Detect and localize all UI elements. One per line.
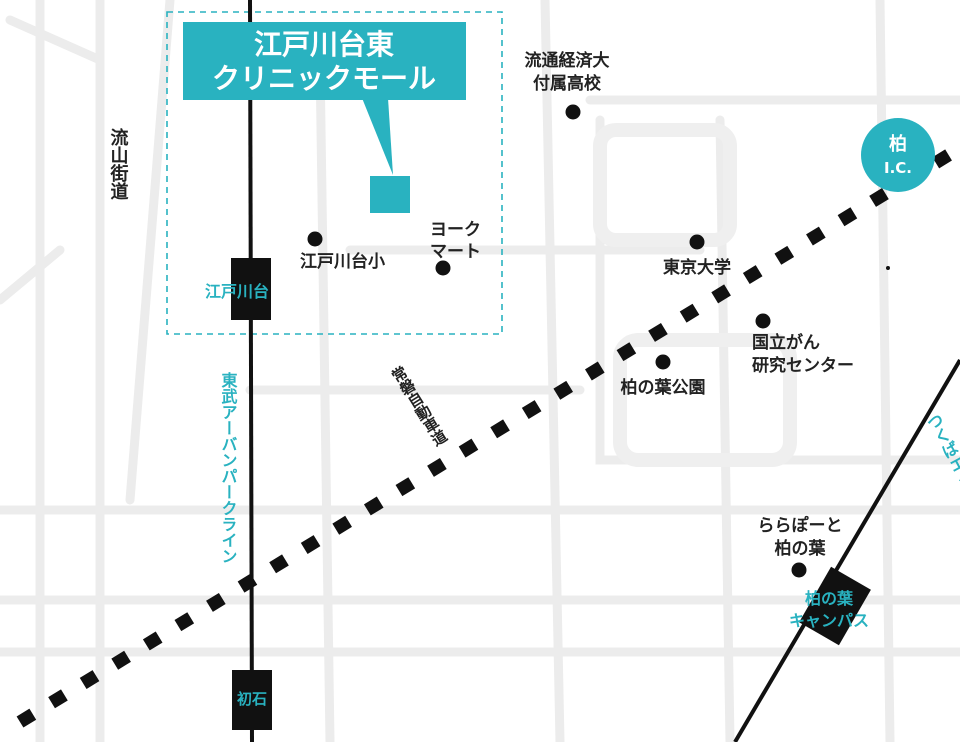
station-edogawadai-marker <box>231 258 271 320</box>
label-ryutsu-keizai-line1: 流通経済大 <box>525 50 610 71</box>
label-univ-tokyo: 東京大学 <box>663 257 731 278</box>
label-tsukuba-express: つくばエクスプレス <box>922 411 960 547</box>
tsukuba-express-line <box>733 358 960 742</box>
small-dot <box>886 266 890 270</box>
clinic-mall-marker <box>370 176 410 213</box>
label-lalaport-line2: 柏の葉 <box>775 538 827 559</box>
label-yorkmart-line2: マート <box>430 242 481 262</box>
label-lalaport-line1: ららぽーと <box>758 515 843 536</box>
marker-kashiwanoha-park <box>655 354 671 370</box>
kashiwa-ic-badge: 柏 I.C. <box>861 118 935 192</box>
station-hatsuishi-label: 初石 <box>237 690 267 708</box>
label-cancer-center-line2: 研究センター <box>752 355 854 376</box>
callout-title-line2: クリニックモール <box>212 62 436 95</box>
label-cancer-center-line1: 国立がん <box>752 332 820 353</box>
label-edogawadai-elementary: 江戸川台小 <box>300 251 385 272</box>
label-tobu-urban-park-line: 東武アーバンパークライン <box>219 371 238 564</box>
label-joban-expressway: 常磐自動車道 <box>387 363 450 450</box>
ic-label-line2: I.C. <box>884 159 912 177</box>
label-nagareyama-kaido: 流山街道 <box>108 127 130 200</box>
station-kashiwanoha-label-line2: キャンパス <box>789 611 869 630</box>
background-blocks <box>593 123 797 467</box>
label-kashiwanoha-park: 柏の葉公園 <box>621 377 706 398</box>
marker-ryutsu-keizai <box>565 104 581 120</box>
tobu-urban-park-line <box>248 0 254 742</box>
place-markers <box>307 104 807 578</box>
focus-area-box <box>166 11 503 335</box>
callout-pointer <box>362 98 393 175</box>
marker-univ-tokyo <box>689 234 705 250</box>
marker-cancer-center <box>755 313 771 329</box>
joban-expressway <box>16 142 960 728</box>
marker-lalaport <box>791 562 807 578</box>
callout-title-line1: 江戸川台東 <box>254 28 394 61</box>
marker-edogawadai-elementary <box>307 231 323 247</box>
station-kashiwanoha-campus-marker <box>799 566 871 646</box>
clinic-mall-callout: 江戸川台東 クリニックモール <box>183 22 466 100</box>
label-ryutsu-keizai-line2: 付属高校 <box>533 73 602 94</box>
ic-label-line1: 柏 <box>889 133 907 155</box>
station-hatsuishi-marker <box>232 670 272 730</box>
label-yorkmart-line1: ヨーク <box>430 220 481 240</box>
station-edogawadai-label: 江戸川台 <box>205 282 269 301</box>
marker-yorkmart <box>435 260 451 276</box>
station-kashiwanoha-label-line1: 柏の葉 <box>805 589 854 608</box>
